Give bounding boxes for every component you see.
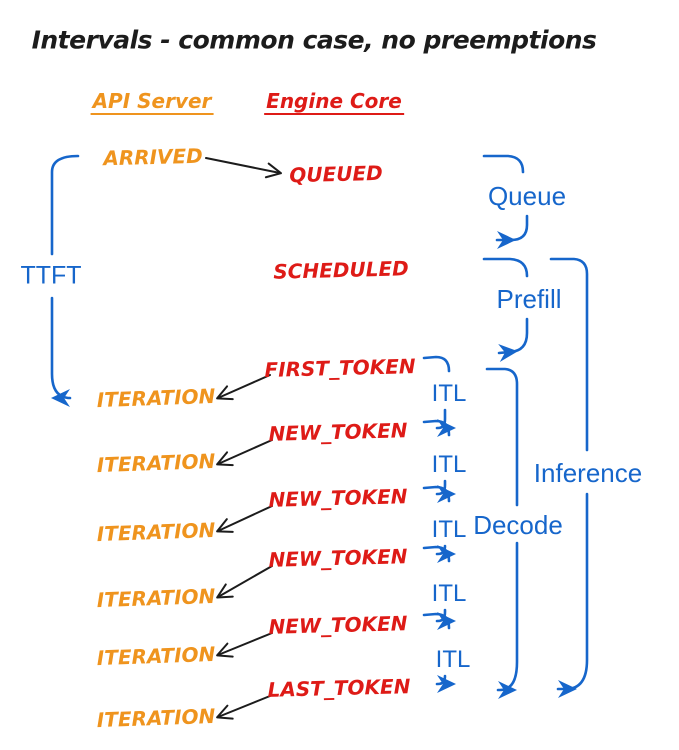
event-new-token-3: NEW_TOKEN <box>268 544 408 572</box>
queue-bracket-top <box>482 154 525 174</box>
decode-bracket-arrow <box>496 541 519 699</box>
event-iteration-3: ITERATION <box>96 517 216 547</box>
event-new-token-1: NEW_TOKEN <box>268 418 408 446</box>
interval-label-inference: Inference <box>533 458 643 488</box>
event-queued: QUEUED <box>288 160 384 188</box>
event-new-token-2: NEW_TOKEN <box>268 484 408 512</box>
event-last-token: LAST_TOKEN <box>267 674 411 702</box>
interval-label-prefill: Prefill <box>496 284 562 314</box>
arrow-new-token-4-iteration <box>216 632 273 658</box>
event-iteration-5: ITERATION <box>96 641 216 671</box>
arrow-first-token-iteration <box>216 374 271 401</box>
itl-5-hook-arrow <box>435 674 456 693</box>
interval-label-itl-3: ITL <box>431 516 467 543</box>
event-arrived: ARRIVED <box>102 143 204 171</box>
itl-2-hook-arrow <box>435 479 456 503</box>
event-new-token-4: NEW_TOKEN <box>268 611 408 639</box>
page-title: Intervals - common case, no preemptions <box>31 25 597 55</box>
interval-label-itl-2: ITL <box>431 451 467 478</box>
event-first-token: FIRST_TOKEN <box>264 354 416 382</box>
prefill-bracket-arrow <box>497 317 529 362</box>
column-header-engine-core: Engine Core <box>264 89 404 115</box>
event-iteration-2: ITERATION <box>96 448 216 478</box>
interval-label-queue: Queue <box>487 181 567 211</box>
event-iteration-1: ITERATION <box>96 383 216 413</box>
inference-bracket-top <box>549 257 589 452</box>
itl-1-curve <box>422 355 451 373</box>
event-scheduled: SCHEDULED <box>273 256 409 284</box>
prefill-bracket-top <box>482 257 529 278</box>
itl-4-curve <box>422 545 451 563</box>
arrow-new-token-1-iteration <box>216 439 273 467</box>
event-iteration-6: ITERATION <box>96 703 216 733</box>
queue-bracket-arrow <box>495 214 529 249</box>
itl-3-curve <box>422 485 451 503</box>
interval-label-itl-4: ITL <box>431 580 467 607</box>
arrow-last-token-iteration <box>216 695 271 720</box>
arrow-new-token-3-iteration <box>216 565 273 599</box>
itl-2-curve <box>422 419 451 437</box>
itl-4-hook-arrow <box>435 608 456 630</box>
ttft-bracket-top <box>50 154 80 256</box>
itl-3-hook-arrow <box>435 544 456 563</box>
interval-label-itl-1: ITL <box>431 380 467 407</box>
interval-label-decode: Decode <box>473 510 563 540</box>
inference-bracket-arrow <box>556 492 589 698</box>
interval-label-ttft: TTFT <box>20 261 82 290</box>
itl-1-hook-arrow <box>435 408 456 437</box>
itl-5-curve <box>422 612 451 630</box>
interval-label-itl-5: ITL <box>435 646 471 673</box>
ttft-bracket-bottom-arrow <box>50 296 72 407</box>
arrow-new-token-2-iteration <box>216 505 273 533</box>
column-header-api-server: API Server <box>90 89 214 115</box>
arrow-arrived-queued <box>205 157 282 179</box>
event-iteration-4: ITERATION <box>96 583 216 613</box>
decode-bracket-top <box>485 367 519 507</box>
